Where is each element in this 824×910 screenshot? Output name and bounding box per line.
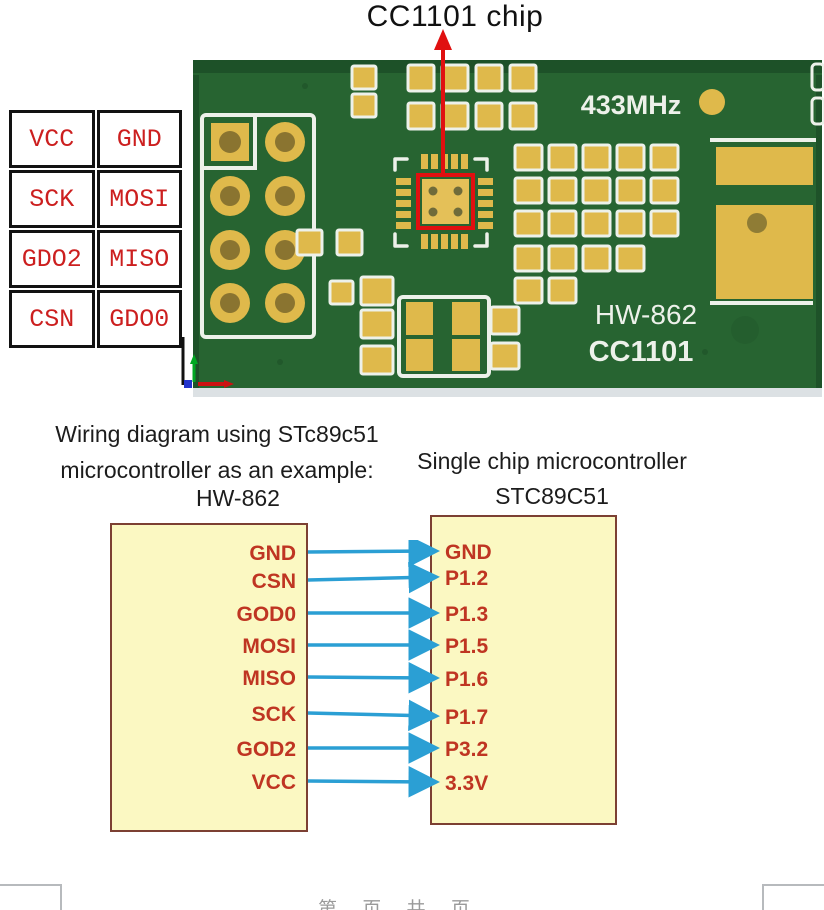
axis-origin-icon (181, 337, 234, 388)
pin-label: GND (445, 541, 492, 564)
page-title: CC1101 chip (366, 0, 544, 33)
header-pads (200, 113, 316, 339)
wiring-caption-line2: microcontroller as an example: (60, 457, 374, 483)
chip-highlight-box (416, 173, 475, 230)
pcb-gold-dot (699, 89, 725, 115)
pin-label: SCK (251, 703, 296, 726)
table-cell-sck: SCK (9, 170, 95, 228)
page-footer-text: 第 页 共 页 (318, 899, 480, 910)
pin-label: P1.7 (445, 706, 489, 729)
mcu-caption: Single chip microcontroller STC89C51 (402, 444, 702, 514)
wiring-caption: Wiring diagram using STc89c51 microcontr… (27, 416, 407, 488)
table-cell-miso: MISO (96, 230, 182, 288)
pin-label: P3.2 (445, 738, 489, 761)
pin-label: MOSI (242, 635, 296, 658)
wire-sck (307, 699, 440, 732)
pcb-photo: 433MHz HW-862 CC1101 (193, 29, 824, 397)
table-cell-csn: CSN (9, 290, 95, 348)
bottom-smd-pads (295, 228, 521, 378)
pin-label: GND (249, 542, 296, 565)
pcb-chip-label: CC1101 (589, 336, 694, 368)
pin-label: P1.2 (445, 567, 489, 590)
pin-label: P1.6 (445, 668, 489, 691)
mcu-caption-line2: STC89C51 (495, 483, 609, 509)
pcb-model-label: HW-862 (595, 299, 697, 330)
antenna-pads (710, 138, 816, 305)
pin-label: P1.5 (445, 635, 489, 658)
stc89c51-box: GND P1.2 P1.3 P1.5 P1.6 P1.7 P3.2 3.3V (430, 515, 617, 825)
left-box-title: HW-862 (196, 485, 280, 511)
table-cell-vcc: VCC (9, 110, 95, 168)
pin-label: P1.3 (445, 603, 489, 626)
table-cell-gdo0: GDO0 (96, 290, 182, 348)
pcb-board (193, 60, 822, 388)
wire-gnd (307, 540, 440, 567)
wiring-caption-line1: Wiring diagram using STc89c51 (55, 421, 379, 447)
table-cell-gnd: GND (96, 110, 182, 168)
pin-label: 3.3V (445, 772, 489, 795)
component-pad-grid (513, 143, 680, 305)
page-corner-mark-right (762, 884, 824, 910)
pcb-freq-label: 433MHz (581, 90, 682, 120)
hw862-box: GND CSN GOD0 MOSI MISO SCK GOD2 VCC (110, 523, 308, 832)
table-cell-mosi: MOSI (96, 170, 182, 228)
cc1101-chip-footprint (393, 154, 493, 249)
pin-label: VCC (251, 771, 296, 794)
pin-label: GOD0 (236, 603, 296, 626)
annotation-arrow (434, 29, 452, 176)
mcu-caption-line1: Single chip microcontroller (417, 448, 687, 474)
pin-label: MISO (242, 667, 296, 690)
page-corner-mark-left (0, 884, 62, 910)
table-cell-gdo2: GDO2 (9, 230, 95, 288)
wire-csn (307, 561, 440, 594)
pin-name-table: VCC GND SCK MOSI GDO2 MISO CSN GDO0 (9, 110, 182, 348)
connection-wires (307, 540, 440, 798)
pin-label: GOD2 (236, 738, 296, 761)
wire-miso (307, 662, 440, 694)
pin-label: CSN (251, 570, 296, 593)
top-smd-pads (350, 62, 824, 131)
wire-vcc (307, 766, 440, 798)
